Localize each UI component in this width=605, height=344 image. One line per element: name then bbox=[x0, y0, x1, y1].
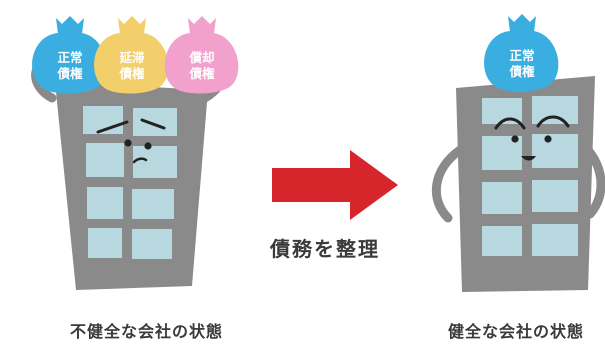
money-bag-icon bbox=[56, 16, 84, 34]
right-eye bbox=[544, 135, 552, 143]
healthy-building bbox=[431, 76, 605, 292]
building-windows bbox=[83, 106, 177, 259]
smile-mouth bbox=[521, 156, 536, 161]
bag-normal-receivable-healthy: 正常 債権 bbox=[484, 14, 559, 92]
bag-normal-healthy-line1: 正常 bbox=[509, 48, 534, 63]
bag-normal-healthy-line2: 債権 bbox=[508, 64, 535, 79]
worried-face bbox=[96, 118, 166, 164]
building-body bbox=[55, 82, 208, 290]
happy-face bbox=[494, 115, 570, 161]
bag-writeoff-receivable: 償却 債権 bbox=[164, 16, 239, 94]
left-brow bbox=[96, 120, 129, 134]
left-brow bbox=[494, 117, 526, 130]
right-eye bbox=[144, 142, 152, 150]
left-arm-hip-icon bbox=[431, 145, 465, 223]
bag-normal-receivable: 正常 債権 bbox=[32, 16, 107, 94]
money-bag-icon bbox=[118, 16, 146, 34]
money-bag-icon bbox=[188, 16, 216, 34]
caption-unhealthy: 不健全な会社の状態 bbox=[70, 322, 224, 341]
bag-overdue-receivable: 延滞 債権 bbox=[94, 16, 169, 94]
right-arm-hip-icon bbox=[583, 145, 605, 219]
worried-mouth bbox=[132, 157, 148, 164]
right-brow bbox=[140, 118, 166, 130]
bag-writeoff-line1: 償却 bbox=[188, 50, 214, 65]
bag-normal-line2: 債権 bbox=[56, 66, 83, 81]
bag-writeoff-line2: 債権 bbox=[188, 66, 215, 81]
bag-overdue-line2: 債権 bbox=[118, 66, 145, 81]
left-eye bbox=[511, 135, 519, 143]
unhealthy-building bbox=[31, 55, 228, 290]
bag-normal-line1: 正常 bbox=[57, 50, 82, 65]
action-label: 債務を整理 bbox=[270, 237, 380, 261]
bag-overdue-line1: 延滞 bbox=[118, 50, 145, 65]
right-brow bbox=[536, 115, 570, 128]
right-arrow-icon bbox=[272, 150, 398, 220]
building-windows bbox=[482, 96, 578, 256]
money-bag-icon bbox=[508, 14, 536, 32]
caption-healthy: 健全な会社の状態 bbox=[448, 322, 585, 341]
left-eye bbox=[124, 139, 132, 147]
